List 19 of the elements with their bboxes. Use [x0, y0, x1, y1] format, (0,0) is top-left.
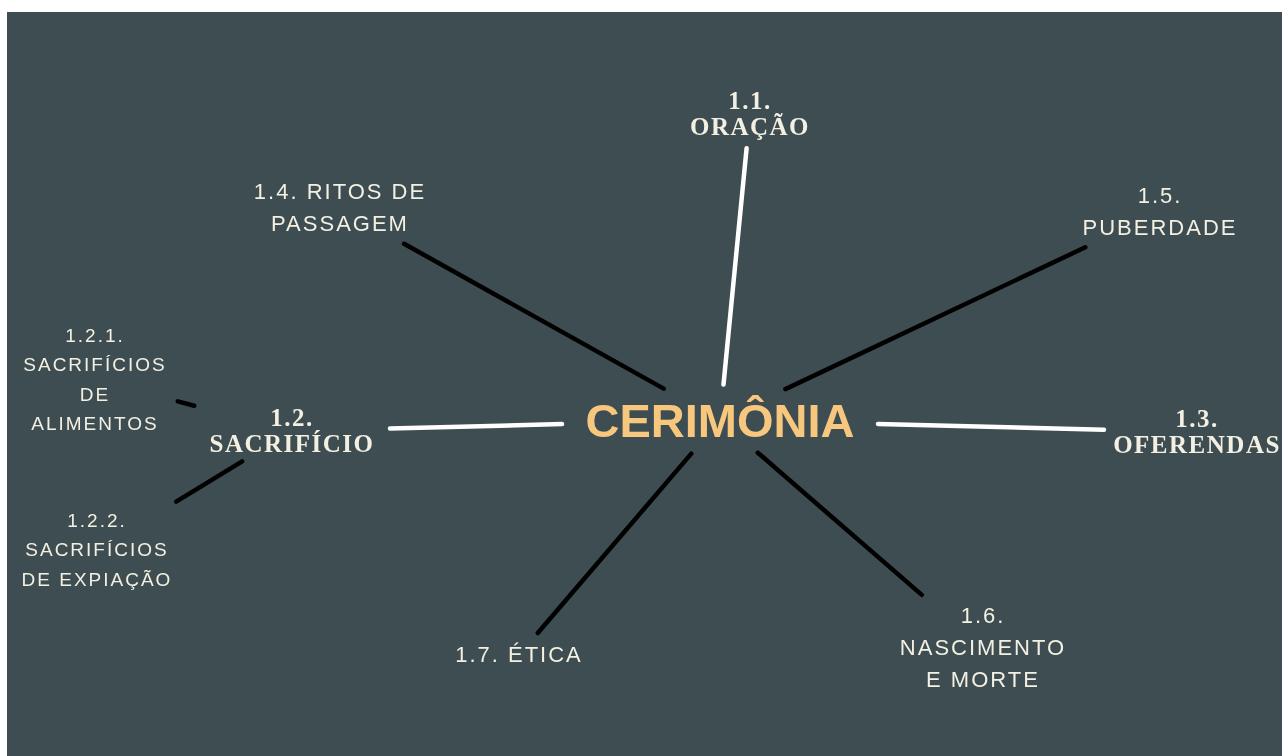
- topic-label: 1.4. RITOS DE PASSAGEM: [225, 176, 455, 240]
- connector-line: [387, 421, 565, 431]
- connector-line: [721, 145, 749, 387]
- connector-line: [875, 421, 1107, 432]
- connector-line: [783, 245, 1088, 392]
- topic-label: 1.6. NASCIMENTO E MORTE: [893, 600, 1073, 696]
- topic-label: 1.3. OFERENDAS: [1112, 405, 1282, 459]
- connector-line: [173, 459, 245, 504]
- central-topic: CERIMÔNIA: [570, 392, 870, 448]
- topic-label: 1.2.1. SACRIFÍCIOS DE ALIMENTOS: [20, 321, 170, 439]
- topic-label: 1.2. SACRIFÍCIO: [202, 404, 382, 458]
- connector-line: [535, 451, 694, 636]
- connector-line: [755, 450, 925, 598]
- topic-label: 1.2.2. SACRIFÍCIOS DE EXPIAÇÃO: [7, 505, 187, 595]
- topic-label: 1.7. ÉTICA: [429, 639, 609, 671]
- connector-line: [401, 241, 666, 391]
- connector-line: [175, 399, 197, 408]
- topic-label: 1.5. PUBERDADE: [1070, 180, 1250, 244]
- topic-label: 1.1. ORAÇÃO: [670, 87, 830, 141]
